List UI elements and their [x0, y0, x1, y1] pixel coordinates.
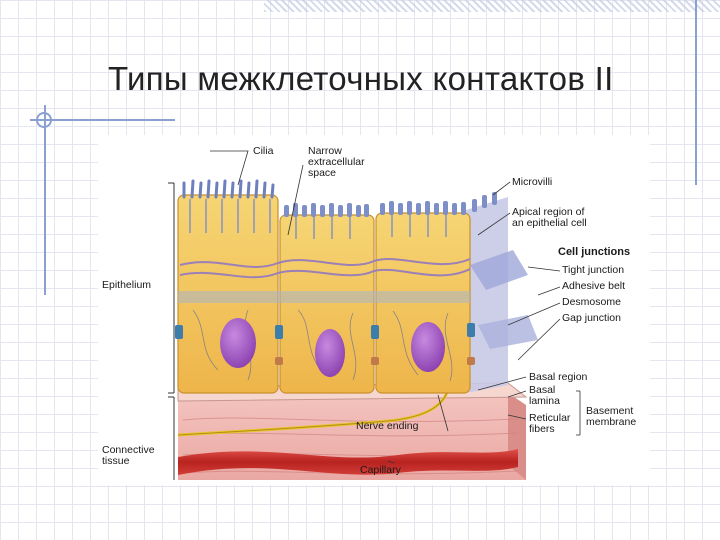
slide-top-decor-band	[264, 0, 720, 12]
desmosome-wedge	[478, 315, 538, 349]
microvilli-row	[284, 192, 497, 217]
label-leader-lines	[210, 150, 581, 464]
nerve-ending-outline	[177, 389, 449, 436]
label-reticular-fibers: Reticular fibers	[529, 412, 571, 435]
label-gap-junction: Gap junction	[562, 312, 621, 324]
label-cell-junctions: Cell junctions	[558, 246, 631, 258]
label-microvilli: Microvilli	[512, 176, 553, 188]
label-adhesive-belt: Adhesive belt	[562, 280, 626, 292]
apical-rootlets	[189, 199, 447, 239]
capillary-vessel	[178, 449, 518, 475]
label-nerve-ending: Nerve ending	[356, 420, 419, 432]
gap-junction-markers	[275, 357, 475, 365]
label-cilia: Cilia	[253, 145, 274, 157]
page-title: Типы межклеточных контактов II	[108, 60, 614, 97]
cilia-bundle	[182, 179, 275, 199]
label-narrow-extracellular-space: Narrow extracellular space	[308, 145, 365, 179]
label-apical-region: Apical region of an epithelial cell	[512, 206, 587, 229]
slide-title-underline	[30, 119, 175, 121]
epithelium-illustration	[168, 150, 581, 480]
terminal-web-lower	[179, 268, 471, 279]
label-capillary: Capillary	[360, 464, 401, 476]
terminal-web-upper	[179, 258, 471, 268]
adhesive-belt-band	[178, 291, 470, 303]
tight-junction-wedge	[470, 250, 528, 290]
label-basal-lamina: Basal lamina	[529, 384, 560, 407]
nucleus-cell-1	[220, 318, 256, 368]
label-connective-tissue: Connective tissue	[102, 444, 155, 467]
slide-right-accent-line	[695, 0, 697, 185]
nucleus-cell-3	[411, 322, 445, 372]
label-basal-region: Basal region	[529, 371, 588, 383]
slide-corner-ring	[36, 112, 52, 128]
label-epithelium: Epithelium	[102, 279, 152, 291]
desmosome-markers	[175, 323, 475, 339]
label-tight-junction: Tight junction	[562, 264, 625, 276]
label-desmosome: Desmosome	[562, 296, 621, 308]
nucleus-cell-2	[315, 329, 345, 377]
slide-left-accent-line	[44, 105, 46, 295]
label-basement-membrane: Basement membrane	[586, 405, 637, 428]
epithelium-diagram: Cilia Narrow extracellular space Microvi…	[98, 135, 650, 485]
